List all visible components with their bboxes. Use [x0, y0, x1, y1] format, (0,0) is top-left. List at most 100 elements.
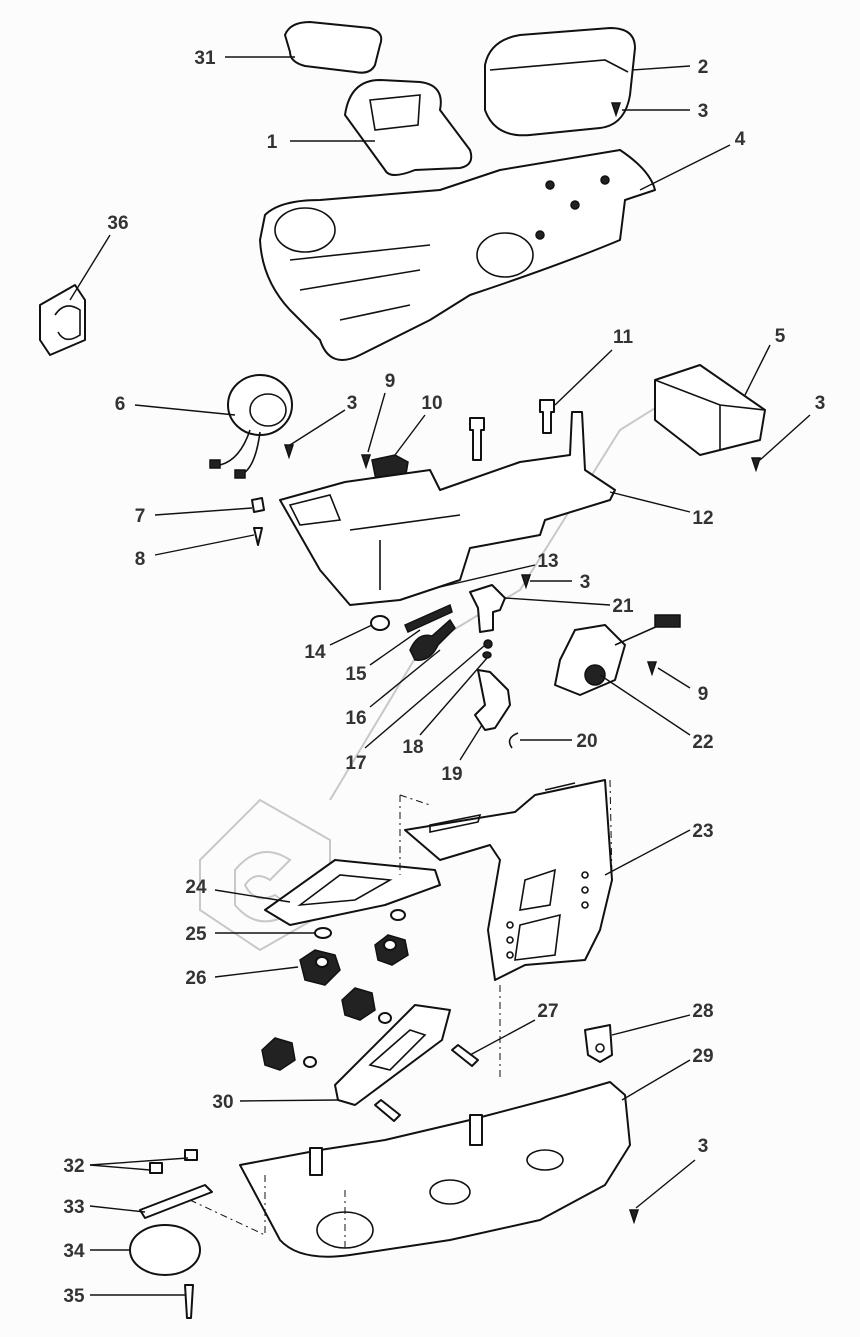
leader-line-6 [134, 404, 236, 416]
callout-label-8: 8 [135, 549, 146, 570]
part-17-ball [483, 639, 493, 649]
callout-label-3: 3 [580, 572, 591, 593]
callout-label-3: 3 [815, 393, 826, 414]
callout-label-10: 10 [421, 393, 442, 414]
part-4-housing [259, 149, 656, 361]
part-32-nut [149, 1162, 163, 1174]
part-31-cap [284, 21, 383, 74]
part-11-bolt [539, 399, 555, 434]
callout-label-34: 34 [63, 1241, 85, 1262]
leader-line-17 [364, 645, 485, 749]
callout-label-2: 2 [698, 57, 709, 78]
part-24-plate [264, 859, 441, 926]
screw-icons [283, 102, 762, 1225]
part-34-disc [129, 1224, 201, 1276]
leader-line-9 [367, 392, 386, 453]
callout-label-31: 31 [194, 48, 216, 69]
part-14-washer [370, 615, 390, 631]
callout-label-1: 1 [267, 132, 278, 153]
part-15-spring [404, 603, 453, 633]
leader-line-36 [69, 234, 111, 301]
part-6-switch [209, 374, 293, 479]
callout-label-7: 7 [135, 506, 146, 527]
leader-line-12 [609, 491, 691, 513]
callout-label-15: 15 [345, 664, 367, 685]
part-2-armrest-pad [484, 27, 636, 137]
leader-line-14 [329, 624, 373, 646]
part-33-strip [139, 1184, 213, 1219]
callout-label-9: 9 [698, 684, 709, 705]
leader-line-11 [554, 349, 613, 406]
leader-line-24 [214, 889, 291, 903]
part-8-screw [253, 527, 263, 546]
part-22-potentiometer [554, 614, 681, 696]
callout-label-23: 23 [692, 821, 713, 842]
callout-label-36: 36 [107, 213, 128, 234]
leader-line-18 [419, 657, 488, 736]
part-7-nut [251, 497, 265, 513]
leader-line-23 [604, 829, 691, 876]
leader-line-33 [89, 1205, 146, 1213]
part-19-bracket [474, 669, 511, 731]
callout-label-26: 26 [185, 968, 206, 989]
leader-line-32 [89, 1157, 189, 1166]
leader-line-27 [469, 1019, 536, 1056]
callout-label-12: 12 [692, 508, 713, 529]
callout-label-3: 3 [698, 1136, 709, 1157]
leader-line-15 [369, 629, 421, 666]
part-18-washer [482, 651, 492, 659]
callout-label-30: 30 [212, 1092, 233, 1113]
callout-label-3: 3 [698, 101, 709, 122]
leader-line-4 [639, 144, 731, 191]
part-26-knob [261, 934, 409, 1071]
callout-label-24: 24 [185, 877, 207, 898]
part-36-clip [39, 284, 86, 356]
leader-line-7 [154, 507, 253, 516]
leader-line-22 [599, 674, 691, 736]
callout-label-19: 19 [441, 764, 462, 785]
callout-label-20: 20 [576, 731, 597, 752]
leader-line-28 [611, 1014, 691, 1036]
callout-label-25: 25 [185, 924, 207, 945]
leader-line-26 [214, 966, 299, 978]
part-23-support-bracket [404, 779, 613, 981]
callout-label-11: 11 [613, 327, 634, 348]
part-11-bolt [469, 417, 485, 461]
leader-line-2 [631, 65, 691, 71]
callout-label-14: 14 [304, 642, 326, 663]
leader-line-30 [239, 1099, 339, 1102]
leader-line-29 [621, 1059, 691, 1101]
leader-line-19 [459, 724, 483, 761]
part-29-lower-housing [239, 1081, 631, 1258]
part-35-screw [184, 1284, 194, 1319]
callout-label-28: 28 [692, 1001, 713, 1022]
part-12-frame [279, 411, 616, 606]
callout-label-17: 17 [345, 753, 366, 774]
part-1-bezel [344, 79, 473, 176]
leader-line-3 [289, 409, 346, 446]
part-21-knob [469, 584, 506, 633]
part-25-washer [314, 927, 332, 939]
part-30-plate [334, 1004, 451, 1106]
callout-label-29: 29 [692, 1046, 713, 1067]
callout-label-33: 33 [63, 1197, 84, 1218]
leader-line-5 [744, 344, 771, 396]
part-5-module [654, 364, 766, 456]
leader-line-9 [657, 667, 691, 689]
leader-line-3 [635, 1159, 696, 1209]
callout-label-3: 3 [347, 393, 358, 414]
callout-label-5: 5 [775, 326, 786, 347]
callout-label-27: 27 [537, 1001, 558, 1022]
leader-line-21 [504, 597, 611, 606]
part-32-nut [184, 1149, 198, 1161]
leader-line-3 [759, 414, 811, 461]
part-20-clip [508, 732, 519, 749]
callout-label-4: 4 [735, 129, 746, 150]
part-16-lever [409, 618, 456, 661]
callout-label-21: 21 [612, 596, 634, 617]
callout-label-32: 32 [63, 1156, 84, 1177]
callout-label-13: 13 [537, 551, 558, 572]
callout-label-6: 6 [115, 394, 126, 415]
